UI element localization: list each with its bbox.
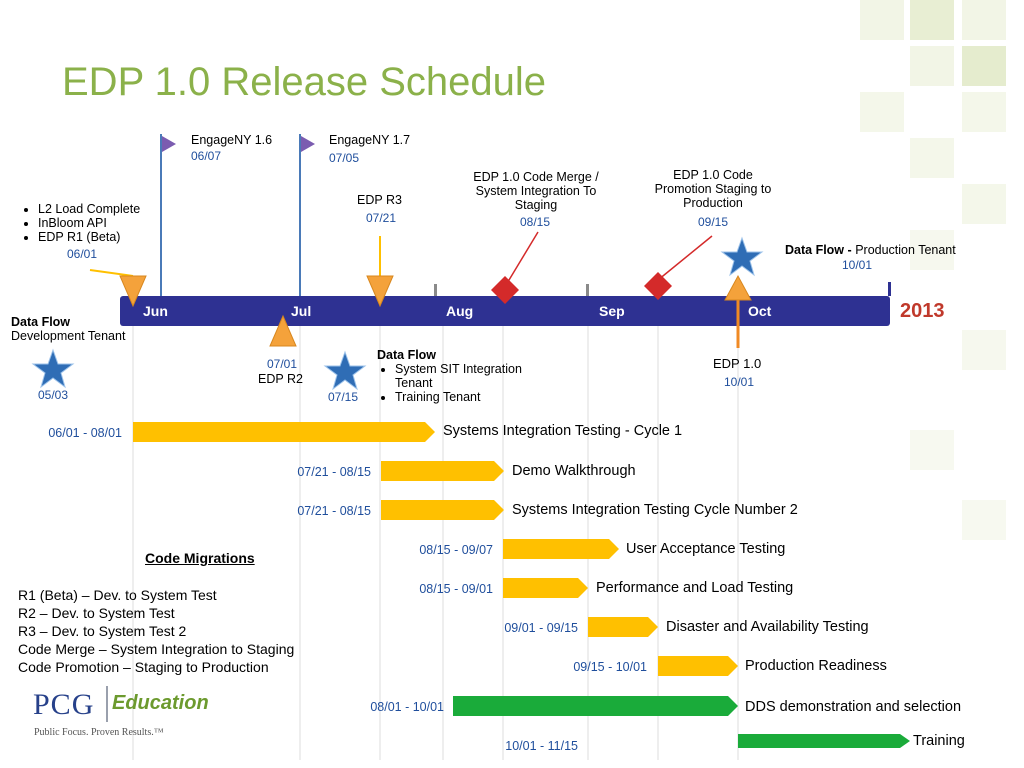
month-jul: Jul (291, 303, 312, 319)
edp-r3-date: 07/21 (366, 211, 397, 225)
edp-10-name: EDP 1.0 (713, 356, 762, 371)
code-migration-line: R2 – Dev. to System Test (18, 605, 175, 621)
gantt-label-6: Disaster and Availability Testing (666, 619, 869, 635)
gantt-bar-5 (503, 578, 588, 598)
data-flow-sit-date: 07/15 (328, 390, 359, 404)
l2-list: L2 Load Complete InBloom API EDP R1 (Bet… (20, 202, 180, 244)
gantt-range-1: 06/01 - 08/01 (48, 426, 122, 440)
diamond-code-promotion (644, 272, 672, 300)
gantt-bar-1 (133, 422, 435, 442)
marker-0601 (119, 275, 147, 308)
gantt-label-7: Production Readiness (745, 658, 887, 674)
code-migrations-heading: Code Migrations (145, 550, 255, 566)
month-sep: Sep (599, 303, 625, 319)
data-flow-prod-date: 10/01 (842, 258, 873, 272)
gantt-range-5: 08/15 - 09/01 (419, 582, 493, 596)
star-data-flow-sit (323, 350, 367, 391)
data-flow-dev-date: 05/03 (38, 388, 69, 402)
code-migration-line: Code Promotion – Staging to Production (18, 659, 269, 675)
l2-item-1: L2 Load Complete (38, 202, 180, 216)
month-jun: Jun (143, 303, 168, 319)
edp-r3-name: EDP R3 (357, 193, 402, 207)
engageny16-date: 06/07 (191, 149, 222, 163)
gantt-bar-6 (588, 617, 658, 637)
code-merge-date: 08/15 (520, 215, 551, 229)
gantt-range-6: 09/01 - 09/15 (504, 621, 578, 635)
engageny17-flag (301, 136, 315, 152)
gantt-bar-9 (738, 734, 910, 748)
code-migrations-list: R1 (Beta) – Dev. to System Test R2 – Dev… (18, 586, 294, 676)
engageny17-date: 07/05 (329, 151, 360, 165)
month-aug: Aug (446, 303, 474, 319)
code-migration-line: Code Merge – System Integration to Stagi… (18, 641, 295, 657)
gantt-bar-7 (658, 656, 738, 676)
gantt-label-8: DDS demonstration and selection (745, 699, 962, 715)
edp-r2-date: 07/01 (267, 357, 298, 371)
engageny16-flag (162, 136, 176, 152)
data-flow-dev-label: Data Flow (11, 315, 71, 329)
data-flow-sit-item-1: System SIT Integration Tenant (395, 362, 557, 390)
l2-item-3: EDP R1 (Beta) (38, 230, 180, 244)
gantt-bar-8 (453, 696, 738, 716)
logo-tagline: Public Focus. Proven Results.™ (34, 727, 164, 738)
gantt-bar-2 (381, 461, 504, 481)
timeline-bar (120, 296, 890, 326)
data-flow-sit: Data Flow System SIT Integration Tenant … (377, 348, 557, 404)
gantt-range-4: 08/15 - 09/07 (419, 543, 493, 557)
gantt-range-8: 08/01 - 10/01 (370, 700, 444, 714)
star-data-flow-prod (720, 236, 764, 277)
gantt-label-9: Training (913, 733, 965, 749)
gantt-bar-4 (503, 539, 619, 559)
year-label: 2013 (900, 300, 945, 322)
star-data-flow-dev (31, 348, 75, 389)
data-flow-sit-item-2: Training Tenant (395, 390, 557, 404)
code-migration-line: R1 (Beta) – Dev. to System Test (18, 587, 217, 603)
month-oct: Oct (748, 303, 772, 319)
data-flow-sit-label: Data Flow (377, 348, 437, 362)
gantt-label-3: Systems Integration Testing Cycle Number… (512, 502, 798, 518)
page-title: EDP 1.0 Release Schedule (62, 60, 547, 104)
data-flow-prod-separator: - (847, 243, 852, 257)
l2-date: 06/01 (67, 247, 98, 261)
background-pattern (850, 0, 1024, 560)
data-flow-prod-detail: Production Tenant (855, 243, 956, 257)
code-promotion-name: EDP 1.0 Code Promotion Staging to Produc… (654, 168, 772, 210)
engageny16-name: EngageNY 1.6 (191, 133, 273, 147)
pcg-logo: PCG Education Public Focus. Proven Resul… (33, 686, 223, 746)
code-merge-name: EDP 1.0 Code Merge / System Integration … (473, 170, 599, 212)
data-flow-prod: Data Flow - Production Tenant (785, 243, 956, 257)
l2-item-2: InBloom API (38, 216, 180, 230)
logo-product: Education (112, 692, 209, 714)
logo-divider (106, 686, 108, 722)
code-promotion-date: 09/15 (698, 215, 729, 229)
data-flow-dev-detail: Development Tenant (11, 329, 126, 343)
marker-edp-r3 (366, 275, 394, 308)
code-migration-line: R3 – Dev. to System Test 2 (18, 623, 187, 639)
data-flow-prod-label: Data Flow (785, 243, 845, 257)
gantt-label-2: Demo Walkthrough (512, 463, 636, 479)
gantt-range-2: 07/21 - 08/15 (297, 465, 371, 479)
gantt-range-7: 09/15 - 10/01 (573, 660, 647, 674)
edp-r2-name: EDP R2 (258, 372, 303, 386)
logo-brand: PCG (33, 688, 95, 721)
gantt-range-3: 07/21 - 08/15 (297, 504, 371, 518)
engageny17-name: EngageNY 1.7 (329, 133, 411, 147)
gantt-bar-3 (381, 500, 504, 520)
edp-10-date: 10/01 (724, 375, 755, 389)
marker-edp-r2 (269, 314, 297, 347)
diamond-code-merge (491, 276, 519, 304)
gantt-label-5: Performance and Load Testing (596, 580, 794, 596)
gantt-label-1: Systems Integration Testing - Cycle 1 (443, 423, 683, 439)
marker-edp-10 (724, 274, 752, 301)
gantt-range-9: 10/01 - 11/15 (505, 739, 578, 753)
gantt-label-4: User Acceptance Testing (626, 541, 786, 557)
